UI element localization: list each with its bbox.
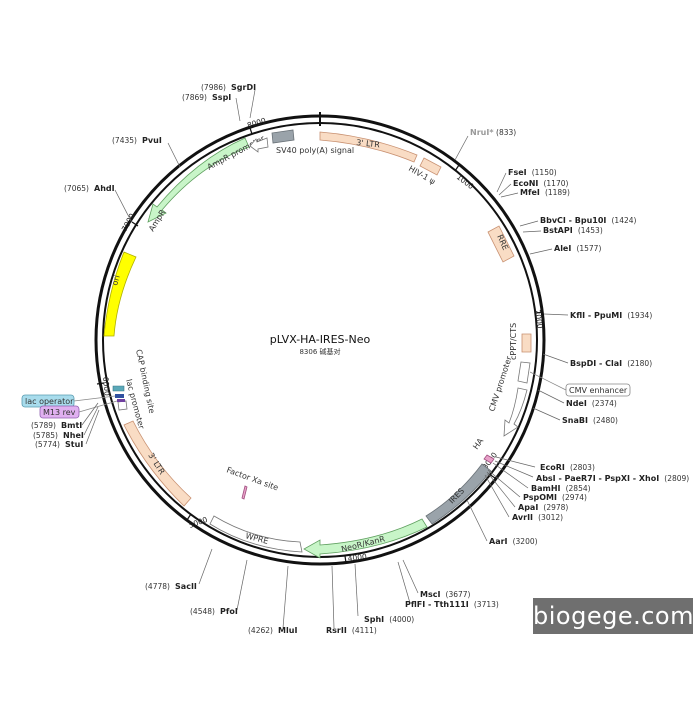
lac-operator-callout: lac operator [21,394,116,408]
site-pfoi: (4548) PfoI [190,599,238,618]
feature-cmv-promoter [503,387,528,437]
site-bspdi-clai: BspDI - ClaI (2180) [570,351,652,370]
site-bmti: (5789) BmtI [31,413,82,432]
site-sspi: (7869) SspI [182,85,231,104]
tick-mark-7000 [131,221,139,227]
feature-cap-binding-site [112,385,125,392]
feature-ires [425,463,492,525]
site-absi-paer7i-pspxi-xhoi: AbsI - PaeR7I - PspXI - XhoI (2809) [536,466,689,485]
site-nhei: (5785) NheI [33,423,84,442]
site-kfli-ppumi: KflI - PpuMI (1934) [570,303,652,322]
tick-label-6000: 6000 [101,376,112,396]
plasmid-size: 8306 碱基对 [299,347,340,356]
feature-label-neor-kanr: NeoR/KanR [340,534,386,554]
site-ndei: NdeI (2374) [566,391,617,410]
feature-label-ori: ori [110,274,122,286]
watermark-banner: biogege.com [533,598,693,634]
site-sacii: (4778) SacII [145,574,197,593]
tick-label-7000: 7000 [120,212,137,233]
site-ahdi: (7065) AhdI [64,176,115,195]
feature-ampr-promoter [249,137,269,153]
site-bstapi: BstAPI (1453) [543,218,603,237]
site-avrii: AvrII (3012) [512,505,563,524]
feature-label-factor-xa-site: Factor Xa site [225,465,279,492]
site-sgrdi: (7986) SgrDI [201,75,256,94]
site-stui: (5774) StuI [35,432,83,451]
site-pspomi: PspOMI (2974) [523,485,587,504]
site-labels: NruI* (833) FseI (1150) EcoNI (1170) Mfe… [31,75,689,637]
site-sphi: SphI (4000) [364,607,414,626]
m13-rev-callout: M13 rev [39,400,118,419]
feature-label-cmv-enhancer: CMV enhancer [569,386,628,395]
feature-hiv1-psi [419,157,442,176]
tick-mark-6000 [96,382,105,385]
site-leader-lines [81,89,569,629]
tick-mark-5000 [186,513,192,521]
tick-mark-1000 [454,164,460,172]
site-nrui: NruI* (833) [470,128,516,137]
feature-label-3-ltr-top: 3' LTR [356,138,381,149]
feature-sv40-polya [271,129,295,144]
site-alei: AleI (1577) [554,236,601,255]
feature-lac-promoter [117,400,128,411]
site-snabi: SnaBI (2480) [562,408,618,427]
feature-wpre [209,515,303,553]
feature-rre [487,225,515,263]
site-pflfi-tth111i: PflFI - Tth111I (3713) [405,592,499,611]
feature-cppt-cts [521,333,532,353]
feature-label-cmv-promoter: CMV promoter [487,354,514,412]
feature-label-m13-rev: M13 rev [43,408,76,417]
feature-m13-rev-mark [117,399,125,402]
site-rsrii: RsrII (4111) [326,618,377,637]
tick-mark-4000 [344,555,347,564]
feature-3-ltr-top [319,131,418,163]
feature-3-ltr-bottom [123,420,192,507]
feature-label-ha: HA [471,436,485,451]
feature-ha [483,454,495,464]
plasmid-name: pLVX-HA-IRES-Neo [270,333,371,346]
site-ecori: EcoRI (2803) [540,455,595,474]
site-fsei: FseI (1150) [508,160,557,179]
site-apai: ApaI (2978) [518,495,568,514]
site-pvui: (7435) PvuI [112,128,162,147]
feature-label-sv40-polya: SV40 poly(A) signal [276,146,354,155]
feature-neor-kanr [303,518,428,559]
tick-mark-8000 [249,127,253,135]
site-msci: MscI (3677) [420,582,471,601]
site-bamhi: BamHI (2854) [531,476,591,495]
cmv-enhancer-callout: CMV enhancer [529,371,631,397]
tick-label-8000: 8000 [246,116,267,130]
feature-label-lac-operator: lac operator [25,397,74,406]
site-econi: EcoNI (1170) [513,171,568,190]
feature-lac-operator-mark [115,394,124,398]
site-mfei: MfeI (1189) [520,180,570,199]
feature-ori [103,251,137,337]
site-mlui: (4262) MluI [248,618,297,637]
tick-mark-3000 [488,473,496,479]
tick-label-2000: 2000 [533,309,545,329]
feature-cmv-enhancer [517,361,531,384]
feature-ampr [147,137,250,223]
feature-factor-xa-site [241,485,248,500]
tick-marks [96,127,544,564]
feature-label-cppt-cts: cPPT/CTS [509,323,518,360]
tick-label-4000: 4000 [347,552,367,563]
site-aari: AarI (3200) [489,529,538,548]
site-bbvci-bpu10i: BbvCI - Bpu10I (1424) [540,208,637,227]
tick-mark-2000 [535,311,544,314]
